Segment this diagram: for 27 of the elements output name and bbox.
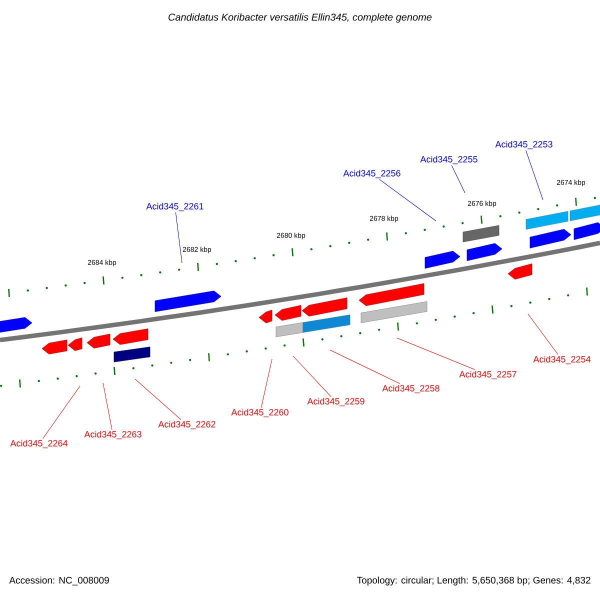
- leader-line: [134, 378, 182, 420]
- gene-label: Acid345_2259: [307, 398, 364, 406]
- leader-line: [330, 350, 400, 384]
- gene-label: Acid345_2257: [459, 370, 516, 380]
- gene-label: Acid345_2258: [382, 384, 440, 394]
- gene-label: Acid345_2263: [84, 430, 142, 440]
- footer-text: Topology: circular; Length: 5,650,368 bp; Genes: 4,832: [357, 576, 590, 586]
- gene-label: Acid345_2264: [10, 440, 68, 448]
- leader-line: [526, 150, 544, 200]
- leader-line: [528, 314, 558, 355]
- leader-line: [379, 179, 436, 222]
- leader-line: [102, 382, 112, 430]
- gene-label: Acid345_2260: [231, 408, 288, 418]
- footer-text: Accession: NC_008009: [9, 576, 109, 586]
- leader-line: [396, 338, 476, 370]
- gene-label: Acid345_2262: [158, 420, 216, 430]
- leader-line: [175, 212, 182, 264]
- gene-label: Acid345_2254: [533, 356, 590, 364]
- leader-line: [292, 356, 332, 397]
- title: Candidatus Koribacter versatilis Ellin345, complete genome: [168, 13, 432, 23]
- leader-line: [260, 358, 272, 408]
- leader-line: [42, 386, 80, 439]
- gene-label: Acid345_2256: [343, 170, 400, 178]
- gene-label: Acid345_2261: [146, 202, 204, 212]
- leader-line: [451, 165, 466, 194]
- gene-label: Acid345_2255: [420, 156, 478, 164]
- gene-label: Acid345_2253: [495, 140, 552, 150]
